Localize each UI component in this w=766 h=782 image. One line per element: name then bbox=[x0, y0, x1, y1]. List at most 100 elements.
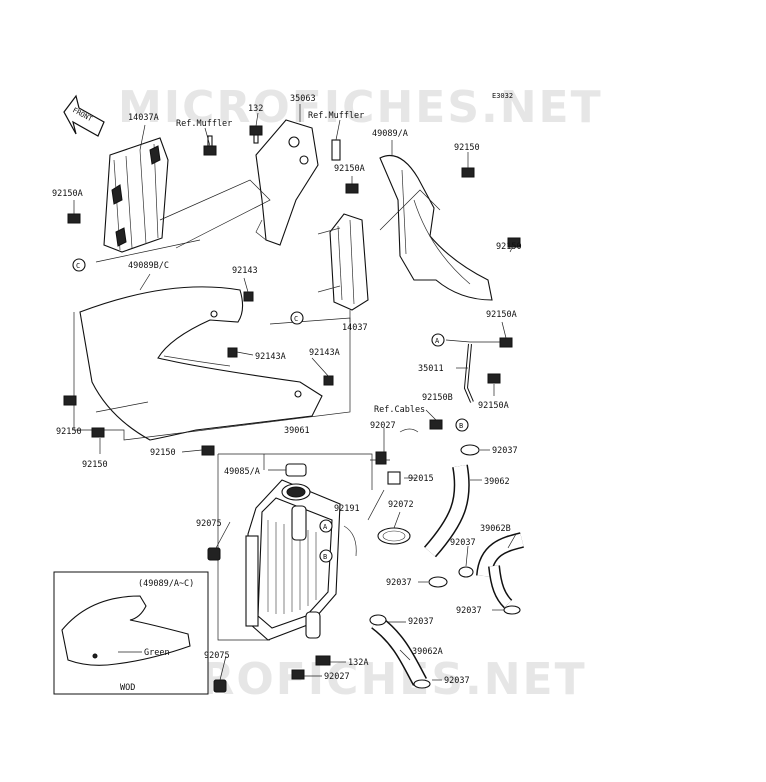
grommet-92143a-1 bbox=[227, 347, 238, 358]
part-labels: 14037A Ref.Muffler 132 35063 Ref.Muffler… bbox=[52, 94, 522, 686]
label-14037: 14037 bbox=[342, 323, 368, 333]
callout-a-radiator: A bbox=[319, 519, 333, 533]
bolt-92027-bottom bbox=[291, 669, 305, 680]
svg-text:A: A bbox=[323, 523, 328, 531]
svg-text:B: B bbox=[323, 553, 327, 561]
stay-35011 bbox=[463, 343, 474, 403]
inset-color-label: Green bbox=[144, 648, 170, 658]
clamp-92037-3 bbox=[428, 576, 448, 588]
label-49085a: 49085/A bbox=[224, 467, 260, 477]
label-92015: 92015 bbox=[408, 474, 434, 484]
label-92143a-1: 92143A bbox=[255, 352, 286, 362]
label-92150a-r1: 92150A bbox=[486, 310, 517, 320]
clamp-92037-6 bbox=[413, 679, 431, 689]
label-92150-l1: 92150 bbox=[56, 427, 82, 437]
bolt-92150a-r1 bbox=[499, 337, 513, 348]
label-92191: 92191 bbox=[334, 504, 360, 514]
hose-39062 bbox=[423, 464, 470, 558]
clamp-92037-4 bbox=[503, 605, 521, 615]
bolt-92150-l2 bbox=[91, 427, 105, 438]
label-39062a: 39062A bbox=[412, 647, 443, 657]
label-92027-top: 92027 bbox=[370, 421, 396, 431]
watermark-top: MICROFICHES.NET bbox=[118, 82, 603, 133]
svg-text:C: C bbox=[76, 262, 80, 270]
hose-39062a bbox=[371, 615, 428, 686]
label-92150-right: 92150 bbox=[496, 242, 522, 252]
clamp-92015 bbox=[387, 471, 401, 485]
bolt-92150a-left bbox=[67, 213, 81, 224]
radiator-39061 bbox=[245, 479, 341, 641]
label-92037-6: 92037 bbox=[444, 676, 470, 686]
bolt-92150-l3 bbox=[201, 445, 215, 456]
label-92150-top: 92150 bbox=[454, 143, 480, 153]
clamp-92037-2 bbox=[458, 566, 474, 578]
hose-92191 bbox=[343, 525, 357, 557]
label-92037-4: 92037 bbox=[456, 606, 482, 616]
label-92143a-2: 92143A bbox=[309, 348, 340, 358]
label-14037a: 14037A bbox=[128, 113, 159, 123]
clamp-92037-5 bbox=[369, 614, 387, 626]
bolt-92150-top-right bbox=[461, 167, 475, 178]
label-92150-l3: 92150 bbox=[150, 448, 176, 458]
svg-text:C: C bbox=[294, 315, 298, 323]
clamp-92072 bbox=[377, 527, 411, 545]
label-132: 132 bbox=[248, 104, 263, 114]
callout-b-right: B bbox=[455, 418, 469, 432]
clamp-92037-1 bbox=[460, 444, 480, 456]
label-92150a-r2: 92150A bbox=[478, 401, 509, 411]
side-shroud-49089bc bbox=[79, 286, 323, 441]
bolt-132a bbox=[315, 655, 331, 666]
callout-a-right: A bbox=[431, 333, 445, 347]
svg-text:A: A bbox=[435, 337, 440, 345]
label-ref-muffler-2: Ref.Muffler bbox=[308, 111, 364, 121]
label-132a: 132A bbox=[348, 658, 368, 668]
shroud-bracket-14037a bbox=[103, 137, 169, 253]
label-92075-2: 92075 bbox=[204, 651, 230, 661]
callout-b-radiator: B bbox=[319, 549, 333, 563]
label-35011: 35011 bbox=[418, 364, 444, 374]
bolt-92150a-mid bbox=[345, 183, 359, 194]
label-92143: 92143 bbox=[232, 266, 258, 276]
label-92037-1: 92037 bbox=[492, 446, 518, 456]
bolt-132 bbox=[249, 125, 263, 144]
shroud-49089a bbox=[379, 154, 493, 301]
diagram-code: E3032 bbox=[492, 92, 513, 100]
grommet-92075-1 bbox=[207, 547, 221, 561]
label-ref-cables: Ref.Cables bbox=[374, 405, 425, 415]
label-92037-2: 92037 bbox=[450, 538, 476, 548]
label-39062b: 39062B bbox=[480, 524, 511, 534]
label-49089a: 49089/A bbox=[372, 129, 408, 139]
label-39061: 39061 bbox=[284, 426, 310, 436]
label-92150b: 92150B bbox=[422, 393, 453, 403]
grommet-92143 bbox=[243, 291, 254, 302]
svg-text:B: B bbox=[459, 422, 463, 430]
label-92072: 92072 bbox=[388, 500, 414, 510]
label-49089bc: 49089B/C bbox=[128, 261, 169, 271]
cap-49085a bbox=[285, 463, 307, 477]
bolt-92150-right bbox=[507, 237, 521, 248]
label-35063: 35063 bbox=[290, 94, 316, 104]
hose-39062b bbox=[476, 532, 524, 609]
label-39062: 39062 bbox=[484, 477, 510, 487]
label-92037-3: 92037 bbox=[386, 578, 412, 588]
label-ref-muffler-1: Ref.Muffler bbox=[176, 119, 232, 129]
label-92037-5: 92037 bbox=[408, 617, 434, 627]
bracket-35063 bbox=[255, 119, 341, 246]
label-92150a-mid: 92150A bbox=[334, 164, 365, 174]
bolt-92150b bbox=[429, 419, 443, 430]
clip-92027-top bbox=[399, 428, 419, 433]
grommet-92143a-2 bbox=[323, 375, 334, 386]
inset-title: (49089/A~C) bbox=[138, 579, 194, 589]
inset-code: WOD bbox=[120, 683, 135, 693]
bolt-92150-l1 bbox=[63, 395, 77, 406]
inset-box: (49089/A~C) Green WOD bbox=[53, 571, 209, 695]
label-92027-bottom: 92027 bbox=[324, 672, 350, 682]
callout-c-top: C bbox=[72, 258, 86, 272]
grommet-92075-2 bbox=[213, 679, 227, 693]
bushing-top bbox=[375, 451, 387, 465]
callout-c-mid: C bbox=[290, 311, 304, 325]
bolt-92150a-r2 bbox=[487, 373, 501, 384]
label-92150-l2: 92150 bbox=[82, 460, 108, 470]
shroud-bracket-14037 bbox=[317, 213, 369, 311]
